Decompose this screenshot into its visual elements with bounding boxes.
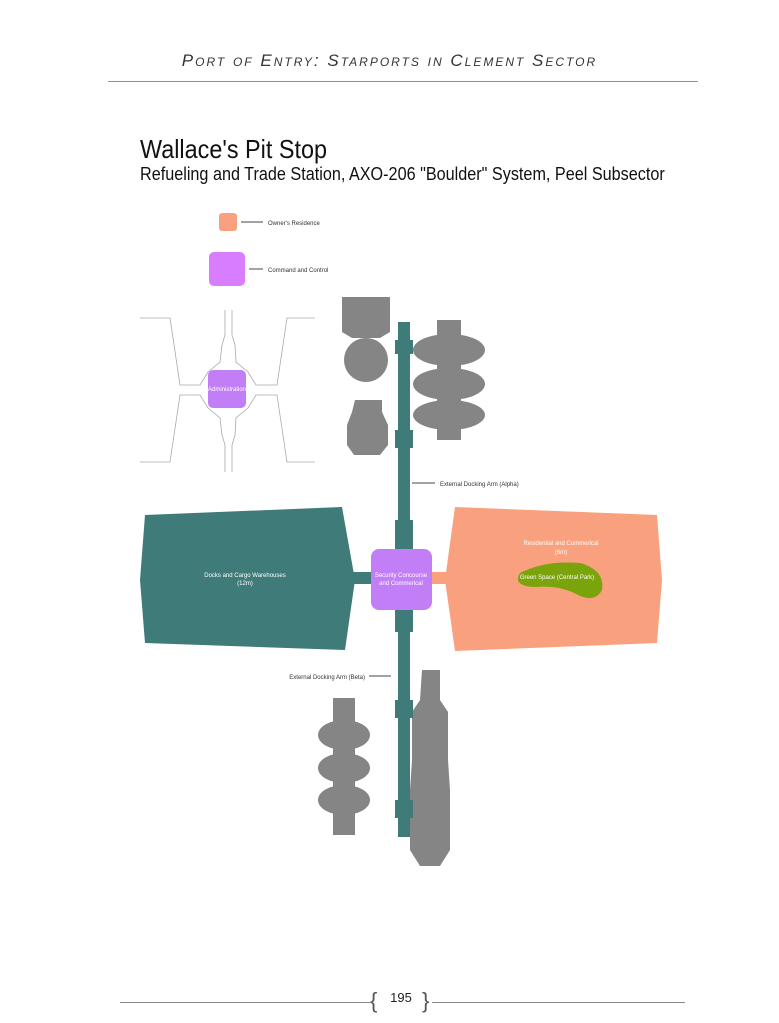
security-label-2: and Commerical: [379, 581, 423, 587]
page-number: 195: [390, 990, 412, 1005]
docks-size-label: (12m): [237, 581, 253, 587]
page-title: Wallace's Pit Stop: [140, 134, 327, 164]
legend-command-control: Command and Control: [268, 268, 328, 274]
header-rule: [108, 81, 698, 82]
administration-block: [208, 370, 246, 408]
footer-bracket-right: }: [422, 988, 430, 1013]
green-space-block: [517, 562, 603, 599]
security-label: Security Concourse: [375, 573, 428, 579]
residential-label: Residential and Commerical: [523, 541, 598, 547]
residential-size-label: (6m): [555, 550, 567, 556]
upper-modules: [318, 297, 485, 866]
docks-warehouses-block: [140, 507, 355, 650]
green-space-label: Green Space (Central Park): [520, 575, 594, 581]
footer-bracket-left: {: [370, 988, 378, 1013]
administration-label: Administration: [208, 387, 246, 393]
command-control-swatch: [209, 252, 245, 286]
footer-rule-left: [120, 1002, 370, 1003]
legend-owners-residence: Owner's Residence: [268, 221, 320, 227]
running-header: Port of Entry: Starports in Clement Sect…: [181, 51, 598, 70]
docks-connector: [350, 572, 375, 584]
owners-residence-swatch: [219, 213, 237, 231]
docking-arm-beta-label: External Docking Arm (Beta): [289, 675, 365, 681]
docks-label: Docks and Cargo Warehouses: [204, 573, 285, 579]
administration-inset-outline: [140, 310, 315, 472]
residential-connector: [428, 572, 453, 584]
security-concourse-block: [371, 549, 432, 610]
docking-arm-alpha-label: External Docking Arm (Alpha): [440, 482, 519, 488]
central-spine: [395, 322, 413, 837]
footer-rule-right: [432, 1002, 685, 1003]
page-subtitle: Refueling and Trade Station, AXO-206 "Bo…: [140, 164, 665, 184]
